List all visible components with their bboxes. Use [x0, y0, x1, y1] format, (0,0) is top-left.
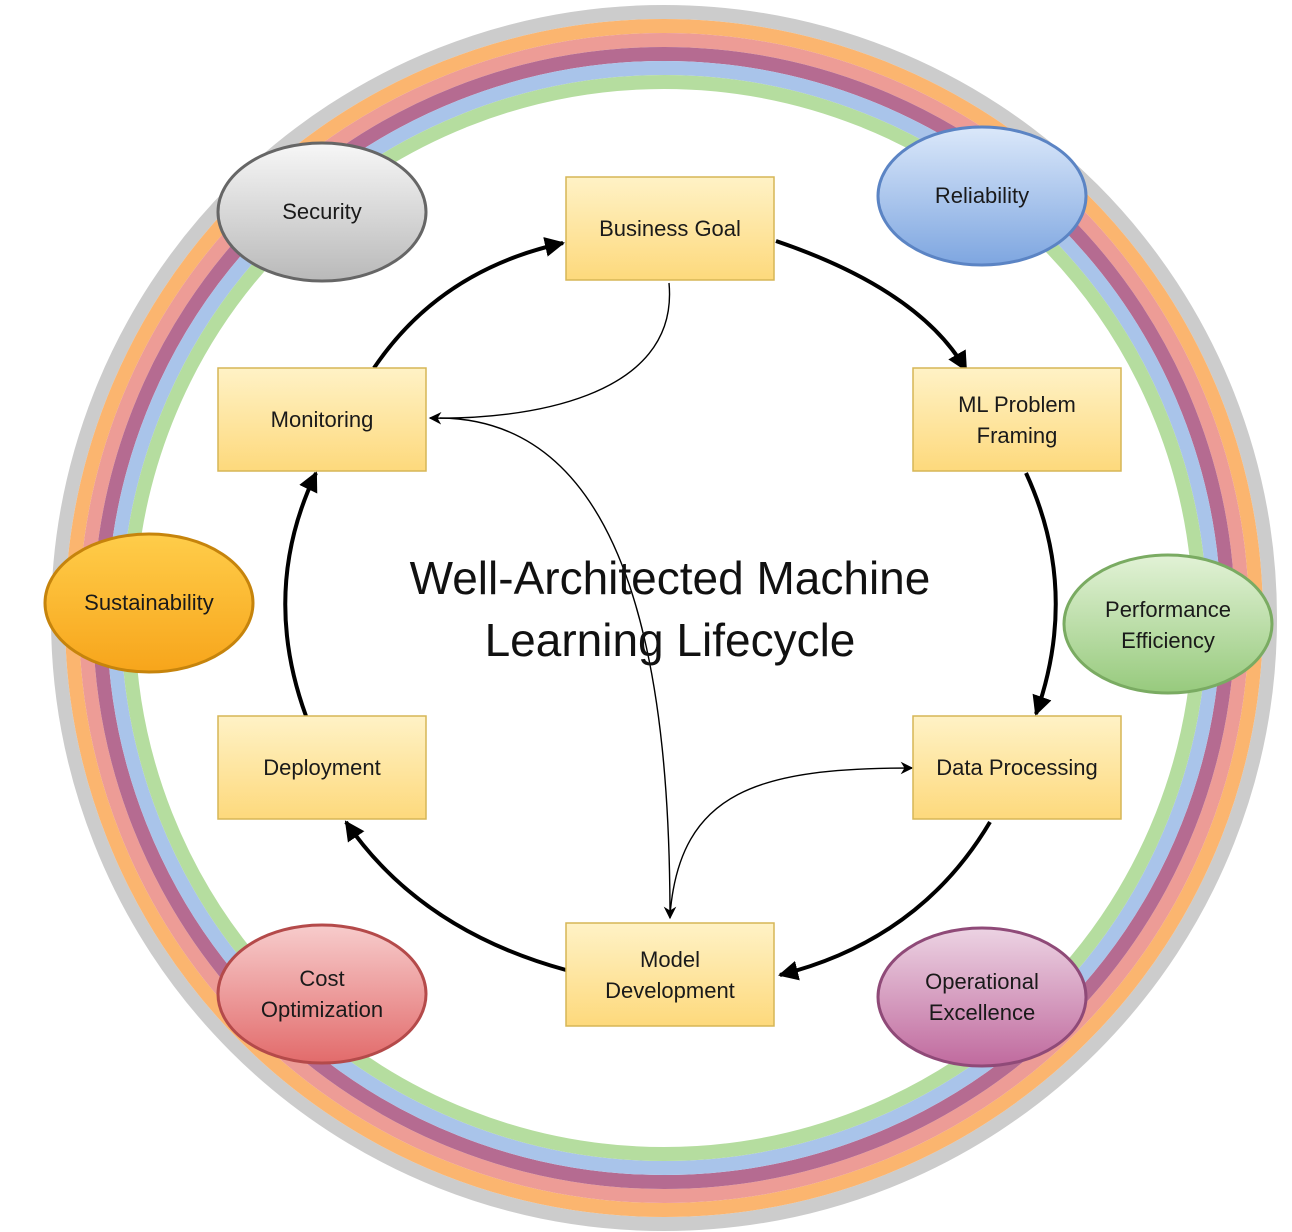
pillar-sustainability-label: Sustainability — [84, 590, 214, 615]
arrow-business-to-framing — [775, 239, 968, 372]
arrow-business-to-monitoring — [428, 282, 671, 425]
arrow-data-to-model — [778, 820, 992, 981]
pillar-operational-excellence-label-2: Excellence — [929, 1000, 1035, 1025]
arrow-model-to-data — [669, 761, 914, 916]
pillar-sustainability: Sustainability — [43, 532, 255, 674]
stage-model-development-label-1: Model — [640, 947, 700, 972]
lifecycle-arrows — [283, 237, 1058, 981]
stage-data-processing-label: Data Processing — [936, 755, 1097, 780]
stage-business-goal: Business Goal — [565, 176, 775, 281]
stage-monitoring-label: Monitoring — [271, 407, 374, 432]
stage-deployment: Deployment — [217, 715, 427, 820]
pillar-reliability: Reliability — [876, 125, 1088, 267]
arrow-framing-to-data — [1024, 472, 1058, 716]
pillar-operational-excellence-label-1: Operational — [925, 969, 1039, 994]
stage-data-processing: Data Processing — [912, 715, 1122, 820]
pillar-cost-optimization-label-2: Optimization — [261, 997, 383, 1022]
pillar-operational-excellence: Operational Excellence — [876, 926, 1088, 1068]
stage-business-goal-label: Business Goal — [599, 216, 741, 241]
arrow-monitoring-to-business — [372, 237, 565, 370]
stage-deployment-label: Deployment — [263, 755, 380, 780]
stage-model-development-label-2: Development — [605, 978, 735, 1003]
pillar-performance-efficiency-label-2: Efficiency — [1121, 628, 1215, 653]
pillar-performance-efficiency-label-1: Performance — [1105, 597, 1231, 622]
stage-ml-problem-framing-label-1: ML Problem — [958, 392, 1076, 417]
arrow-model-to-deployment — [344, 820, 567, 972]
stage-monitoring: Monitoring — [217, 367, 427, 472]
pillar-performance-efficiency: Performance Efficiency — [1062, 553, 1274, 695]
diagram-title-line1: Well-Architected Machine — [410, 552, 931, 604]
stage-ml-problem-framing-label-2: Framing — [977, 423, 1058, 448]
arrow-deployment-to-monitoring — [283, 471, 318, 717]
stage-model-development: Model Development — [565, 922, 775, 1027]
feedback-arrows — [428, 282, 914, 920]
pillar-security-label: Security — [282, 199, 361, 224]
stage-ml-problem-framing: ML Problem Framing — [912, 367, 1122, 472]
pillar-cost-optimization-label-1: Cost — [299, 966, 344, 991]
pillar-cost-optimization: Cost Optimization — [216, 923, 428, 1065]
diagram-title-line2: Learning Lifecycle — [485, 614, 856, 666]
pillar-security: Security — [216, 141, 428, 283]
arrow-monitoring-to-model — [439, 417, 677, 920]
pillar-reliability-label: Reliability — [935, 183, 1029, 208]
